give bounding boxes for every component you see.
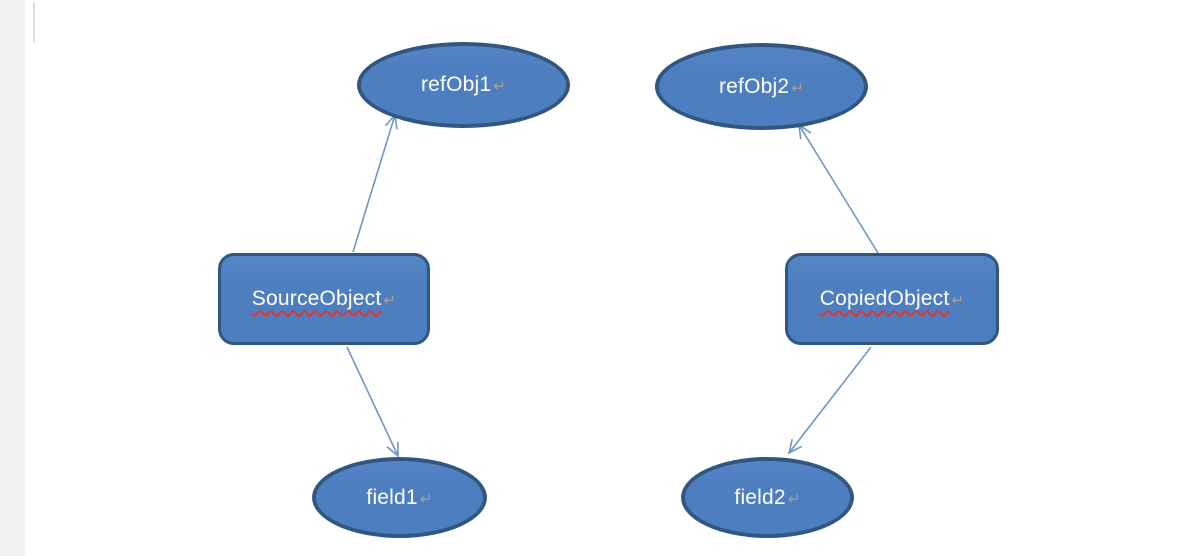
node-field1[interactable]: field1 ↵ bbox=[312, 457, 487, 538]
paragraph-mark-icon: ↵ bbox=[419, 490, 433, 508]
connector-sourceobject-refobj1[interactable] bbox=[352, 113, 398, 253]
node-copiedobject[interactable]: CopiedObject ↵ bbox=[785, 253, 999, 345]
connector-copiedobject-refobj2[interactable] bbox=[797, 123, 879, 254]
paragraph-mark-icon: ↵ bbox=[493, 78, 507, 95]
node-label: field1 bbox=[366, 485, 418, 509]
paragraph-mark-icon: ↵ bbox=[951, 292, 965, 309]
node-field2[interactable]: field2 ↵ bbox=[681, 457, 854, 538]
node-label: refObj2 bbox=[718, 74, 790, 98]
page-margin bbox=[0, 0, 25, 556]
paragraph-mark-icon: ↵ bbox=[791, 79, 805, 97]
connector-sourceobject-field1[interactable] bbox=[346, 346, 399, 458]
node-label: SourceObject bbox=[251, 287, 382, 310]
paragraph-mark-icon: ↵ bbox=[787, 490, 801, 508]
node-label: field2 bbox=[734, 485, 786, 509]
text-cursor-artifact bbox=[33, 2, 35, 42]
node-label: CopiedObject bbox=[819, 287, 950, 310]
node-refobj1[interactable]: refObj1 ↵ bbox=[357, 42, 570, 128]
node-sourceobject[interactable]: SourceObject ↵ bbox=[218, 253, 430, 345]
node-refobj2[interactable]: refObj2 ↵ bbox=[655, 43, 868, 130]
connector-copiedobject-field2[interactable] bbox=[787, 346, 872, 455]
paragraph-mark-icon: ↵ bbox=[383, 292, 397, 309]
node-label: refObj1 bbox=[420, 73, 492, 96]
